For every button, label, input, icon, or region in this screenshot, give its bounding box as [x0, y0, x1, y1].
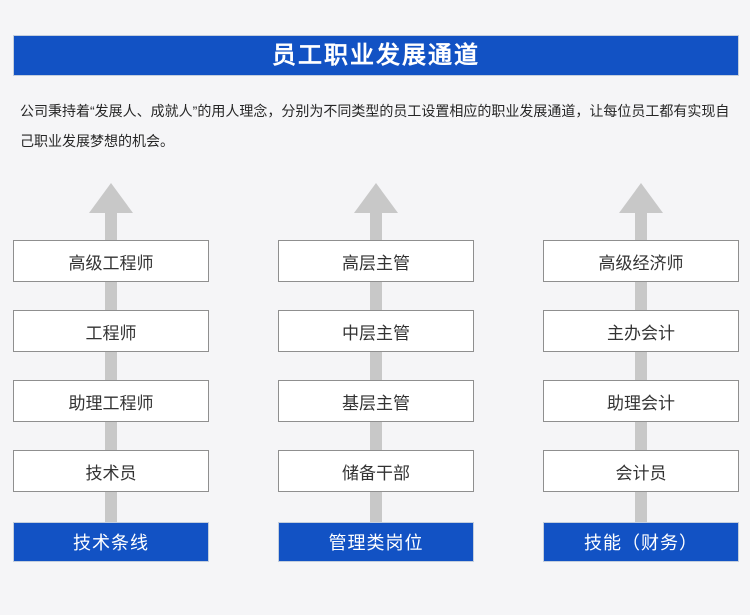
page: { "header": { "title": "员工职业发展通道" }, "in…	[0, 35, 750, 615]
up-arrow-shaft	[370, 211, 382, 523]
level-box: 会计员	[543, 450, 739, 492]
up-arrow-icon	[619, 183, 663, 213]
intro-paragraph: 公司秉持着“发展人、成就人”的用人理念，分别为不同类型的员工设置相应的职业发展通…	[20, 103, 730, 149]
track-label-management: 管理类岗位	[278, 522, 474, 562]
up-arrow-icon	[354, 183, 398, 213]
level-box: 主办会计	[543, 310, 739, 352]
level-box: 高层主管	[278, 240, 474, 282]
page-title: 员工职业发展通道	[272, 41, 480, 69]
track-label-technical: 技术条线	[13, 522, 209, 562]
level-label: 主办会计	[607, 323, 675, 343]
track-label-text: 技能（财务）	[584, 533, 698, 553]
level-label: 会计员	[615, 463, 667, 483]
level-box: 基层主管	[278, 380, 474, 422]
level-box: 助理工程师	[13, 380, 209, 422]
level-label: 助理会计	[607, 393, 675, 413]
level-label: 高级经济师	[598, 253, 684, 273]
level-label: 助理工程师	[68, 393, 154, 413]
track-label-text: 管理类岗位	[328, 533, 424, 553]
level-box: 助理会计	[543, 380, 739, 422]
career-ladders: 高级工程师 工程师 助理工程师 技术员 技术条线 高层主管 中层主管 基层主管 …	[13, 183, 739, 563]
level-label: 技术员	[85, 463, 137, 483]
ladder-column-technical: 高级工程师 工程师 助理工程师 技术员 技术条线	[13, 183, 209, 563]
level-box: 高级工程师	[13, 240, 209, 282]
level-box: 工程师	[13, 310, 209, 352]
level-box: 技术员	[13, 450, 209, 492]
level-box: 中层主管	[278, 310, 474, 352]
level-box: 高级经济师	[543, 240, 739, 282]
ladder-column-management: 高层主管 中层主管 基层主管 储备干部 管理类岗位	[278, 183, 474, 563]
level-label: 工程师	[85, 323, 137, 343]
level-label: 高层主管	[342, 253, 410, 273]
track-label-text: 技术条线	[73, 533, 149, 553]
level-box: 储备干部	[278, 450, 474, 492]
up-arrow-icon	[89, 183, 133, 213]
level-label: 基层主管	[342, 393, 410, 413]
level-label: 储备干部	[342, 463, 410, 483]
ladder-column-finance-skill: 高级经济师 主办会计 助理会计 会计员 技能（财务）	[543, 183, 739, 563]
level-label: 中层主管	[342, 323, 410, 343]
up-arrow-shaft	[635, 211, 647, 523]
title-banner: 员工职业发展通道	[13, 35, 739, 76]
up-arrow-shaft	[105, 211, 117, 523]
level-label: 高级工程师	[68, 253, 154, 273]
track-label-finance-skill: 技能（财务）	[543, 522, 739, 562]
